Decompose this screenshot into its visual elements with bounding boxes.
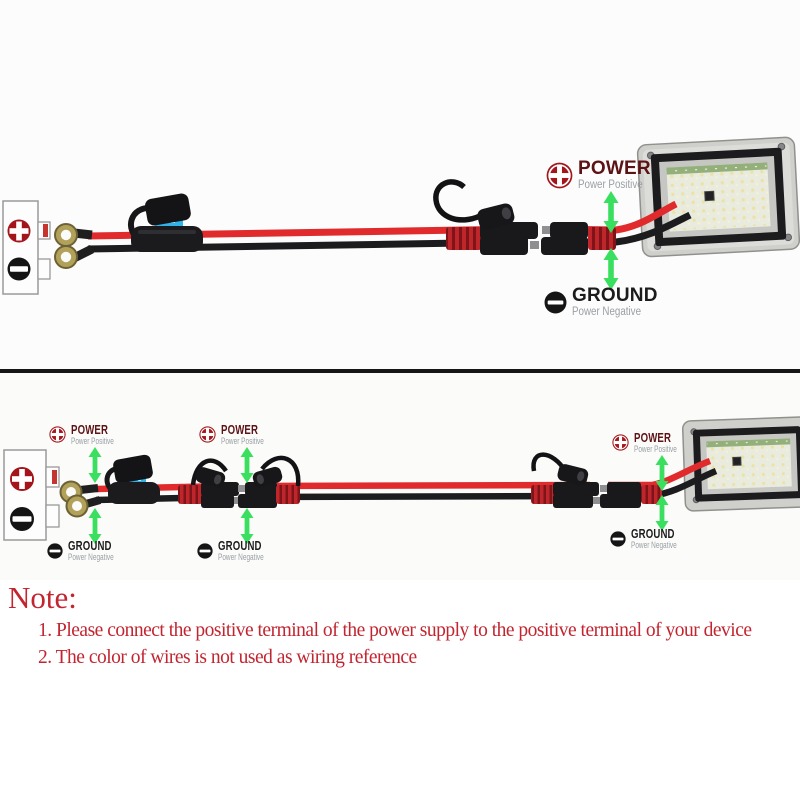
plus-circle-icon [546, 162, 573, 189]
wire-black [552, 211, 692, 246]
ground-label: GROUND Power Negative [544, 286, 658, 318]
led-array [707, 440, 791, 489]
diagram-panel-bottom [0, 373, 800, 580]
wire-red [551, 200, 678, 234]
minus-circle-icon [47, 542, 63, 559]
connector-dust-cap [190, 458, 228, 488]
ground-label: GROUND Power Negative [197, 539, 282, 562]
power-label-title: POWER [71, 422, 109, 437]
wiring-diagram-bottom [3, 416, 800, 544]
battery-terminal-block [3, 449, 60, 541]
fuse-holder [128, 193, 203, 252]
ground-label-subtitle: Power Negative [631, 539, 677, 550]
led-flood-light [636, 136, 800, 258]
connector-dust-cap [252, 455, 301, 488]
panel-divider [0, 369, 800, 373]
power-label-subtitle: Power Positive [221, 435, 264, 446]
plus-circle-icon [10, 467, 34, 491]
plus-circle-icon [199, 426, 216, 443]
battery-terminal-block [2, 200, 51, 295]
plus-circle-icon [612, 434, 629, 451]
led-flood-light [681, 416, 800, 512]
wiring-diagram-top [2, 136, 800, 295]
note-heading: Note: [8, 580, 77, 615]
wire-red [608, 457, 712, 489]
sae-connector-pair [531, 482, 662, 508]
diagram-panel-top [0, 0, 800, 369]
minus-circle-icon [197, 542, 213, 559]
green-arrow [603, 248, 619, 290]
ground-label-title: GROUND [572, 285, 658, 306]
ground-label-subtitle: Power Negative [218, 551, 264, 562]
minus-circle-icon [10, 507, 34, 531]
led-array [667, 165, 770, 231]
note-item-1: 1. Please connect the positive terminal … [38, 620, 752, 641]
sae-connector-pair [446, 222, 616, 255]
minus-circle-icon [544, 291, 567, 314]
fuse-holder [104, 454, 160, 504]
ground-label-title: GROUND [68, 538, 112, 553]
connector-dust-cap [433, 179, 515, 230]
power-label: POWER Power Positive [612, 431, 694, 454]
ground-label-title: GROUND [631, 526, 675, 541]
green-arrow [88, 447, 102, 483]
plus-circle-icon [7, 219, 31, 243]
power-label: POWER Power Positive [49, 423, 131, 446]
sae-connector-pair [178, 482, 300, 508]
ground-label: GROUND Power Negative [610, 527, 695, 550]
ground-label-title: GROUND [218, 538, 262, 553]
ground-label: GROUND Power Negative [47, 539, 132, 562]
power-label-title: POWER [578, 158, 651, 179]
connector-dust-cap [531, 452, 589, 486]
minus-circle-icon [610, 530, 626, 547]
plus-circle-icon [49, 426, 66, 443]
note-item-2: 2. The color of wires is not used as wir… [38, 647, 417, 668]
green-arrow [240, 447, 254, 483]
minus-circle-icon [7, 257, 31, 281]
ring-terminals [59, 480, 102, 518]
power-label-title: POWER [634, 430, 672, 445]
power-label: POWER Power Positive [546, 159, 654, 191]
power-label-subtitle: Power Positive [71, 435, 114, 446]
ring-terminals [54, 223, 95, 269]
ground-label-subtitle: Power Negative [68, 551, 114, 562]
power-label-subtitle: Power Positive [578, 178, 643, 191]
ground-label-subtitle: Power Negative [572, 305, 642, 318]
power-label-subtitle: Power Positive [634, 443, 677, 454]
power-label-title: POWER [221, 422, 259, 437]
power-label: POWER Power Positive [199, 423, 281, 446]
